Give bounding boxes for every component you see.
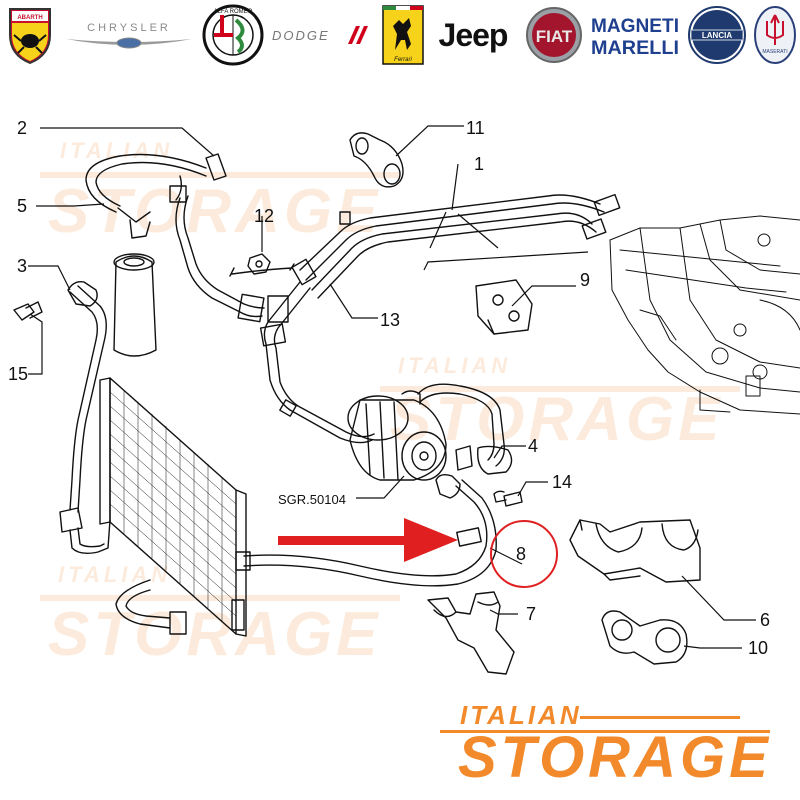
part-11-clamp xyxy=(349,132,404,188)
alfa-romeo-logo-text: ALFA ROMEO xyxy=(214,9,253,15)
part-15-bolt xyxy=(13,301,43,321)
maserati-logo-text: MASERATI xyxy=(762,49,787,55)
watermark-top-line1: ITALIAN xyxy=(60,138,173,163)
callout-4: 4 xyxy=(528,436,538,456)
engine-block xyxy=(609,215,800,415)
lancia-logo-icon: LANCIA xyxy=(686,4,748,66)
fiat-logo-text: FIAT xyxy=(536,27,573,46)
magneti-marelli-logo-icon: MAGNETI MARELLI xyxy=(588,4,682,66)
callout-2: 2 xyxy=(17,118,27,138)
callout-leaders xyxy=(28,125,756,649)
watermark-middle-line2: STORAGE xyxy=(390,385,723,454)
maserati-logo-icon: MASERATI xyxy=(752,4,798,66)
jeep-logo-text: Jeep xyxy=(438,16,509,53)
callout-3: 3 xyxy=(17,256,27,276)
footer-logo-line2: STORAGE xyxy=(458,725,772,790)
ferrari-logo-text: Ferrari xyxy=(394,57,412,63)
condenser xyxy=(99,377,247,637)
compressor xyxy=(347,390,447,481)
chrysler-logo-icon: CHRYSLER xyxy=(62,4,196,66)
marelli-logo-text: MARELLI xyxy=(591,38,679,59)
part-4-pipe xyxy=(417,383,513,475)
callout-12: 12 xyxy=(254,206,274,226)
part-10-clip xyxy=(601,610,688,665)
watermark-bottom: ITALIAN STORAGE xyxy=(40,562,400,669)
part-13-pipe xyxy=(259,281,375,444)
fiat-logo-icon: FIAT xyxy=(524,4,584,66)
watermark-middle-line1: ITALIAN xyxy=(398,353,511,378)
callout-13: 13 xyxy=(380,310,400,330)
footer-logo-line1: ITALIAN xyxy=(460,700,582,730)
part-5-pipe xyxy=(85,153,207,239)
abarth-logo-text: ABARTH xyxy=(17,15,42,21)
abarth-logo-icon: ABARTH xyxy=(2,4,58,66)
brand-logo-bar: ABARTH CHRYSLER ALFA ROMEO xyxy=(0,0,800,70)
callout-9: 9 xyxy=(580,270,590,290)
callout-11: 11 xyxy=(466,118,485,138)
part-6-bracket xyxy=(569,519,701,583)
watermark-group: ITALIAN STORAGE ITALIAN STORAGE ITALIAN … xyxy=(40,138,740,669)
callout-7: 7 xyxy=(526,604,536,624)
part-14-bolt xyxy=(493,490,523,507)
part-1-pipe-assembly xyxy=(291,193,621,299)
highlight-circle xyxy=(490,520,558,588)
jeep-logo-icon: Jeep xyxy=(428,4,518,66)
callout-6: 6 xyxy=(760,610,770,630)
watermark-bottom-line2: STORAGE xyxy=(48,600,381,669)
callout-15: 15 xyxy=(8,364,28,384)
highlight-arrow xyxy=(278,518,458,562)
callout-10: 10 xyxy=(748,638,768,658)
part-9-bracket xyxy=(475,279,533,335)
part-12-nut xyxy=(229,253,295,277)
callout-8: 8 xyxy=(516,544,526,564)
condenser-fins xyxy=(109,389,237,623)
watermark-top-line2: STORAGE xyxy=(48,177,381,246)
callout-5: 5 xyxy=(17,196,27,216)
condenser-outlet-pipe xyxy=(115,579,187,635)
dodge-logo-icon: DODGE xyxy=(268,4,372,66)
watermark-top: ITALIAN STORAGE xyxy=(40,138,400,246)
part-8-pipe xyxy=(235,473,497,587)
callout-14: 14 xyxy=(552,472,572,492)
receiver-drier xyxy=(113,253,157,357)
chrysler-logo-text: CHRYSLER xyxy=(87,22,171,34)
alfa-romeo-logo-icon: ALFA ROMEO xyxy=(200,4,266,66)
part-3-pipe xyxy=(59,280,111,555)
watermark-bottom-line1: ITALIAN xyxy=(58,562,171,587)
dodge-logo-text: DODGE xyxy=(272,28,330,43)
lancia-logo-text: LANCIA xyxy=(702,31,732,40)
part-7-bracket xyxy=(427,591,515,675)
italian-storage-logo: ITALIAN STORAGE xyxy=(440,700,790,800)
magneti-logo-text: MAGNETI xyxy=(591,16,679,37)
part-code-label: SGR.50104 xyxy=(278,492,346,507)
callout-labels: 2 5 3 15 11 1 12 13 9 4 14 7 6 10 8 xyxy=(8,118,770,658)
ferrari-logo-icon: Ferrari xyxy=(380,4,426,66)
part-2-pipe xyxy=(169,153,289,323)
watermark-middle: ITALIAN STORAGE xyxy=(380,353,740,454)
callout-1: 1 xyxy=(474,154,484,174)
